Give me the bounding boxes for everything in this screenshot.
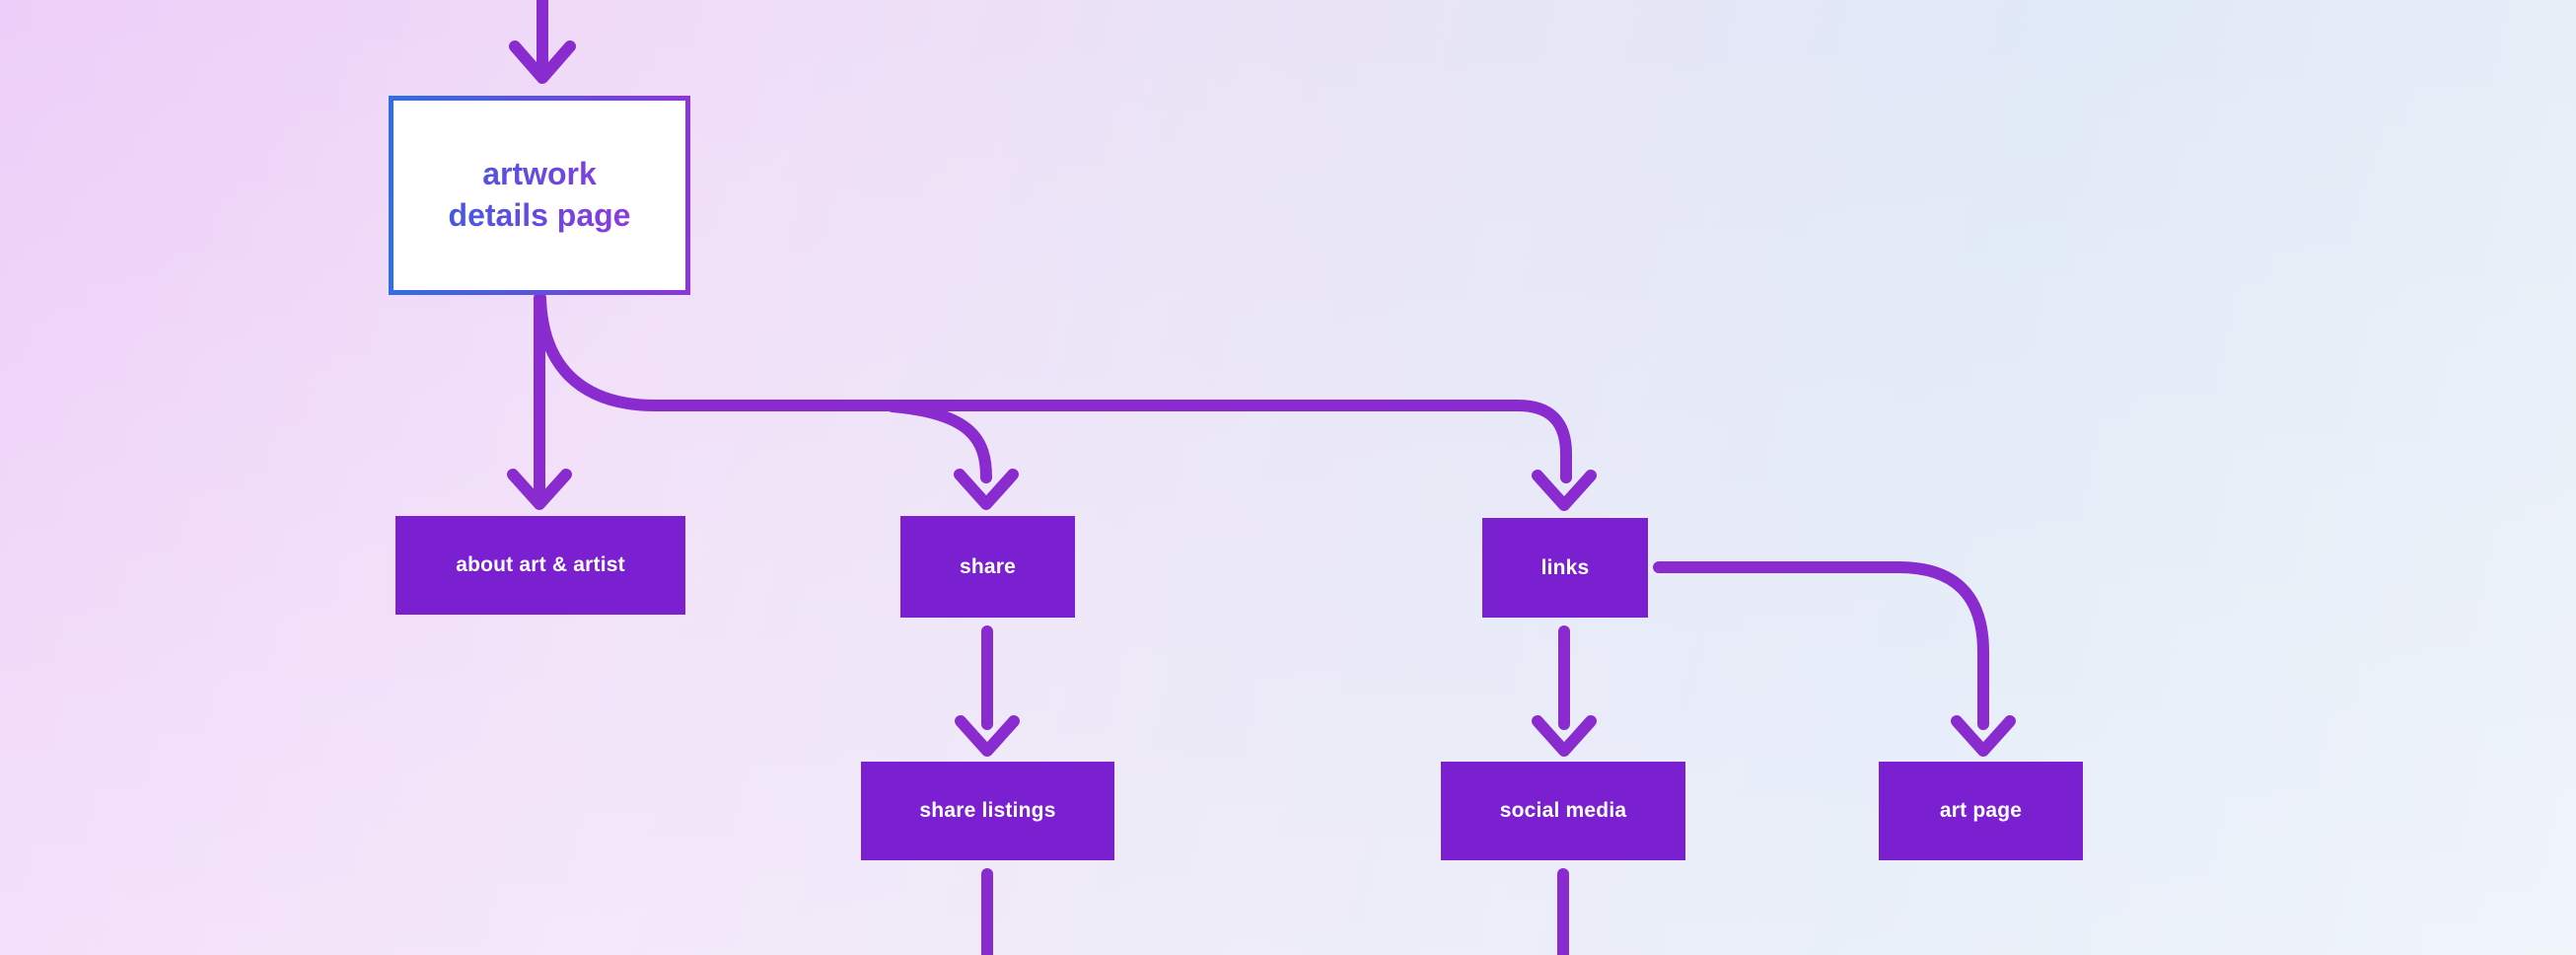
connector-root-to-links <box>535 292 1572 483</box>
node-artwork-details-page[interactable]: artwork details page <box>389 96 690 295</box>
node-label: share <box>959 554 1017 578</box>
arrowhead-down-icon <box>509 40 576 84</box>
node-label: links <box>1540 555 1590 579</box>
node-label: share listings <box>919 799 1056 822</box>
arrowhead-down-icon <box>1532 470 1597 511</box>
node-label: social media <box>1499 799 1627 822</box>
arrowhead-down-icon <box>954 469 1019 510</box>
node-label: artwork details page <box>449 154 631 236</box>
arrowhead-down-icon <box>507 469 572 510</box>
node-label: art page <box>1939 799 2023 822</box>
node-links[interactable]: links <box>1482 518 1648 618</box>
node-share-listings[interactable]: share listings <box>861 762 1114 860</box>
arrowhead-down-icon <box>1951 715 2016 757</box>
node-about-art-artist[interactable]: about art & artist <box>395 516 685 615</box>
node-label: about art & artist <box>456 553 625 576</box>
node-art-page[interactable]: art page <box>1879 762 2083 860</box>
arrowhead-down-icon <box>955 715 1020 757</box>
node-artwork-details-page-body: artwork details page <box>394 101 685 290</box>
node-share[interactable]: share <box>900 516 1075 618</box>
node-social-media[interactable]: social media <box>1441 762 1685 860</box>
arrowhead-down-icon <box>1532 715 1597 757</box>
connector-trunk-to-share <box>887 401 992 483</box>
connector-links-to-art-page <box>1653 561 1989 730</box>
